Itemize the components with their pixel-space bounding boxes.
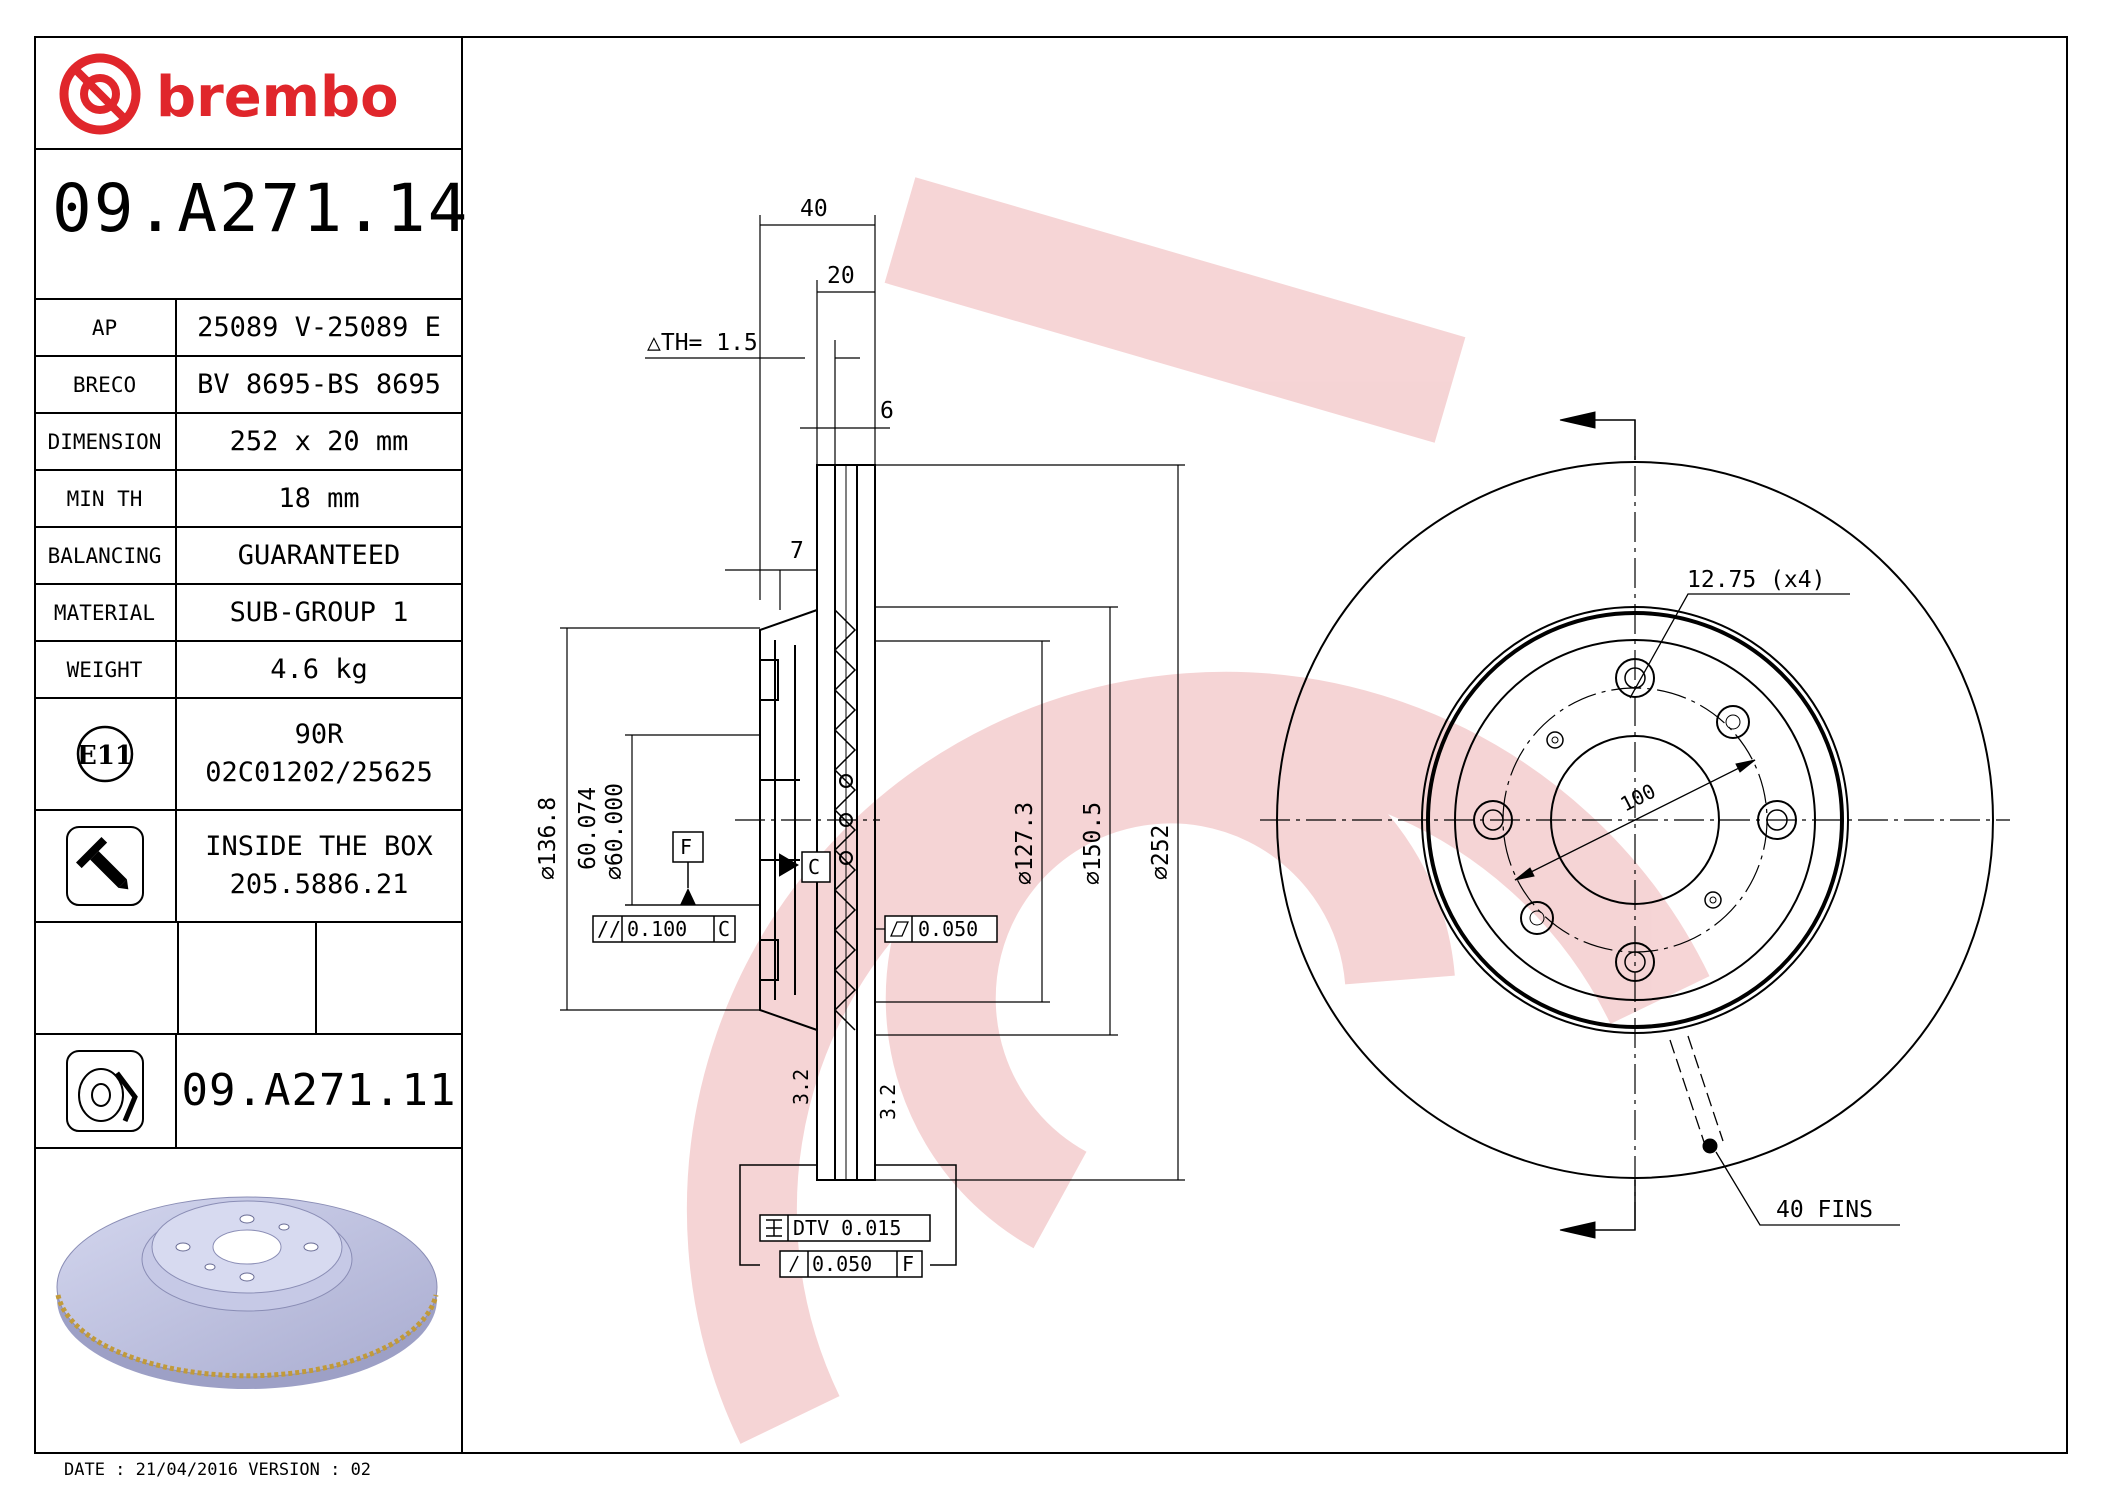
related-part-row: 09.A271.11 <box>34 1035 461 1149</box>
part-number-row: 09.A271.14 <box>34 150 467 300</box>
spec-label: BALANCING <box>34 528 177 583</box>
spec-value: 25089 V-25089 E <box>197 312 441 343</box>
related-part-number: 09.A271.11 <box>181 1065 457 1116</box>
spec-label: MIN TH <box>34 471 177 526</box>
holes-label: 12.75 (x4) <box>1687 567 1825 593</box>
spec-value: 4.6 kg <box>270 654 368 685</box>
dim-d127: ⌀127.3 <box>1012 802 1038 885</box>
dtv-frame <box>739 1164 957 1278</box>
product-render <box>34 1149 461 1452</box>
dim-thickness-variation: △TH= 1.5 <box>647 330 758 356</box>
box-contents-row: INSIDE THE BOX 205.5886.21 <box>34 811 461 923</box>
fins-label: 40 FINS <box>1776 1197 1873 1223</box>
runout-ref: F <box>902 1252 914 1276</box>
svg-text:brembo: brembo <box>156 65 399 130</box>
dim-six: 6 <box>880 398 894 424</box>
dim-d136: ⌀136.8 <box>535 797 561 880</box>
spec-label: WEIGHT <box>34 642 177 697</box>
parallelism-frame: // 0.100 C <box>592 915 736 943</box>
dimension-labels: 40 20 △TH= 1.5 6 7 ⌀136.8 60.074 ⌀60.000… <box>535 196 1174 1120</box>
spec-value: GUARANTEED <box>237 540 401 571</box>
svg-text:E11: E11 <box>77 741 133 771</box>
spec-row-ap: AP 25089 V-25089 E <box>34 300 461 357</box>
dim-d150: ⌀150.5 <box>1080 802 1106 885</box>
dtv-label: DTV 0.015 <box>793 1216 901 1240</box>
brake-disc-render-icon <box>55 1196 439 1389</box>
footer-date-version: DATE : 21/04/2016 VERSION : 02 <box>64 1460 372 1480</box>
svg-text:C: C <box>808 855 820 879</box>
approval-row: E11 90R 02C01202/25625 <box>34 699 461 811</box>
roughness-left: 3.2 <box>789 1069 813 1105</box>
dim-d60-lower: ⌀60.000 <box>602 783 628 880</box>
flatness-frame: 0.050 <box>875 915 998 943</box>
approval-line2: 02C01202/25625 <box>205 757 433 788</box>
box-line1: INSIDE THE BOX <box>205 831 433 862</box>
part-number: 09.A271.14 <box>52 170 470 247</box>
spec-value: SUB-GROUP 1 <box>229 597 409 628</box>
dim-thickness: 20 <box>827 263 855 289</box>
spec-label: BRECO <box>34 357 177 412</box>
front-view <box>1260 411 2010 1239</box>
runout-value: 0.050 <box>812 1252 872 1276</box>
spec-value: BV 8695-BS 8695 <box>197 369 441 400</box>
spec-value: 252 x 20 mm <box>229 426 409 457</box>
section-view <box>735 464 880 1181</box>
spec-value: 18 mm <box>278 483 360 514</box>
blank-row <box>34 923 461 1035</box>
spec-row-breco: BRECO BV 8695-BS 8695 <box>34 357 461 414</box>
dim-seven: 7 <box>790 538 804 564</box>
approval-line1: 90R <box>294 719 344 750</box>
spec-row-material: MATERIAL SUB-GROUP 1 <box>34 585 461 642</box>
svg-text:F: F <box>680 835 692 859</box>
spec-label: AP <box>34 300 177 355</box>
spec-row-balancing: BALANCING GUARANTEED <box>34 528 461 585</box>
title-block: brembo 09.A271.14 AP 25089 V-25089 E BRE… <box>34 36 467 1454</box>
screw-icon <box>65 826 144 906</box>
svg-text:C: C <box>718 917 730 941</box>
box-line2: 205.5886.21 <box>229 869 409 900</box>
spec-row-weight: WEIGHT 4.6 kg <box>34 642 461 699</box>
spec-row-dimension: DIMENSION 252 x 20 mm <box>34 414 461 471</box>
brand-logo: brembo <box>34 36 461 150</box>
brembo-logo-icon: brembo <box>59 53 399 135</box>
e-mark-icon: E11 <box>76 725 133 783</box>
drawing-frame <box>34 36 2068 1454</box>
roughness-right: 3.2 <box>876 1084 900 1120</box>
dim-d252: ⌀252 <box>1148 825 1174 880</box>
spec-label: MATERIAL <box>34 585 177 640</box>
dim-total-width: 40 <box>800 196 828 222</box>
dim-d60-upper: 60.074 <box>575 787 601 870</box>
brake-disc-icon <box>65 1050 144 1132</box>
brembo-watermark <box>686 177 1710 1444</box>
svg-text:0.100: 0.100 <box>627 917 687 941</box>
spec-label: DIMENSION <box>34 414 177 469</box>
svg-text:0.050: 0.050 <box>918 917 978 941</box>
datum-f: F <box>625 831 760 906</box>
datum-c: C <box>801 851 831 883</box>
svg-text://: // <box>597 917 621 941</box>
spec-row-min-th: MIN TH 18 mm <box>34 471 461 528</box>
technical-drawing: 40 20 △TH= 1.5 6 7 ⌀136.8 60.074 ⌀60.000… <box>535 177 2010 1444</box>
